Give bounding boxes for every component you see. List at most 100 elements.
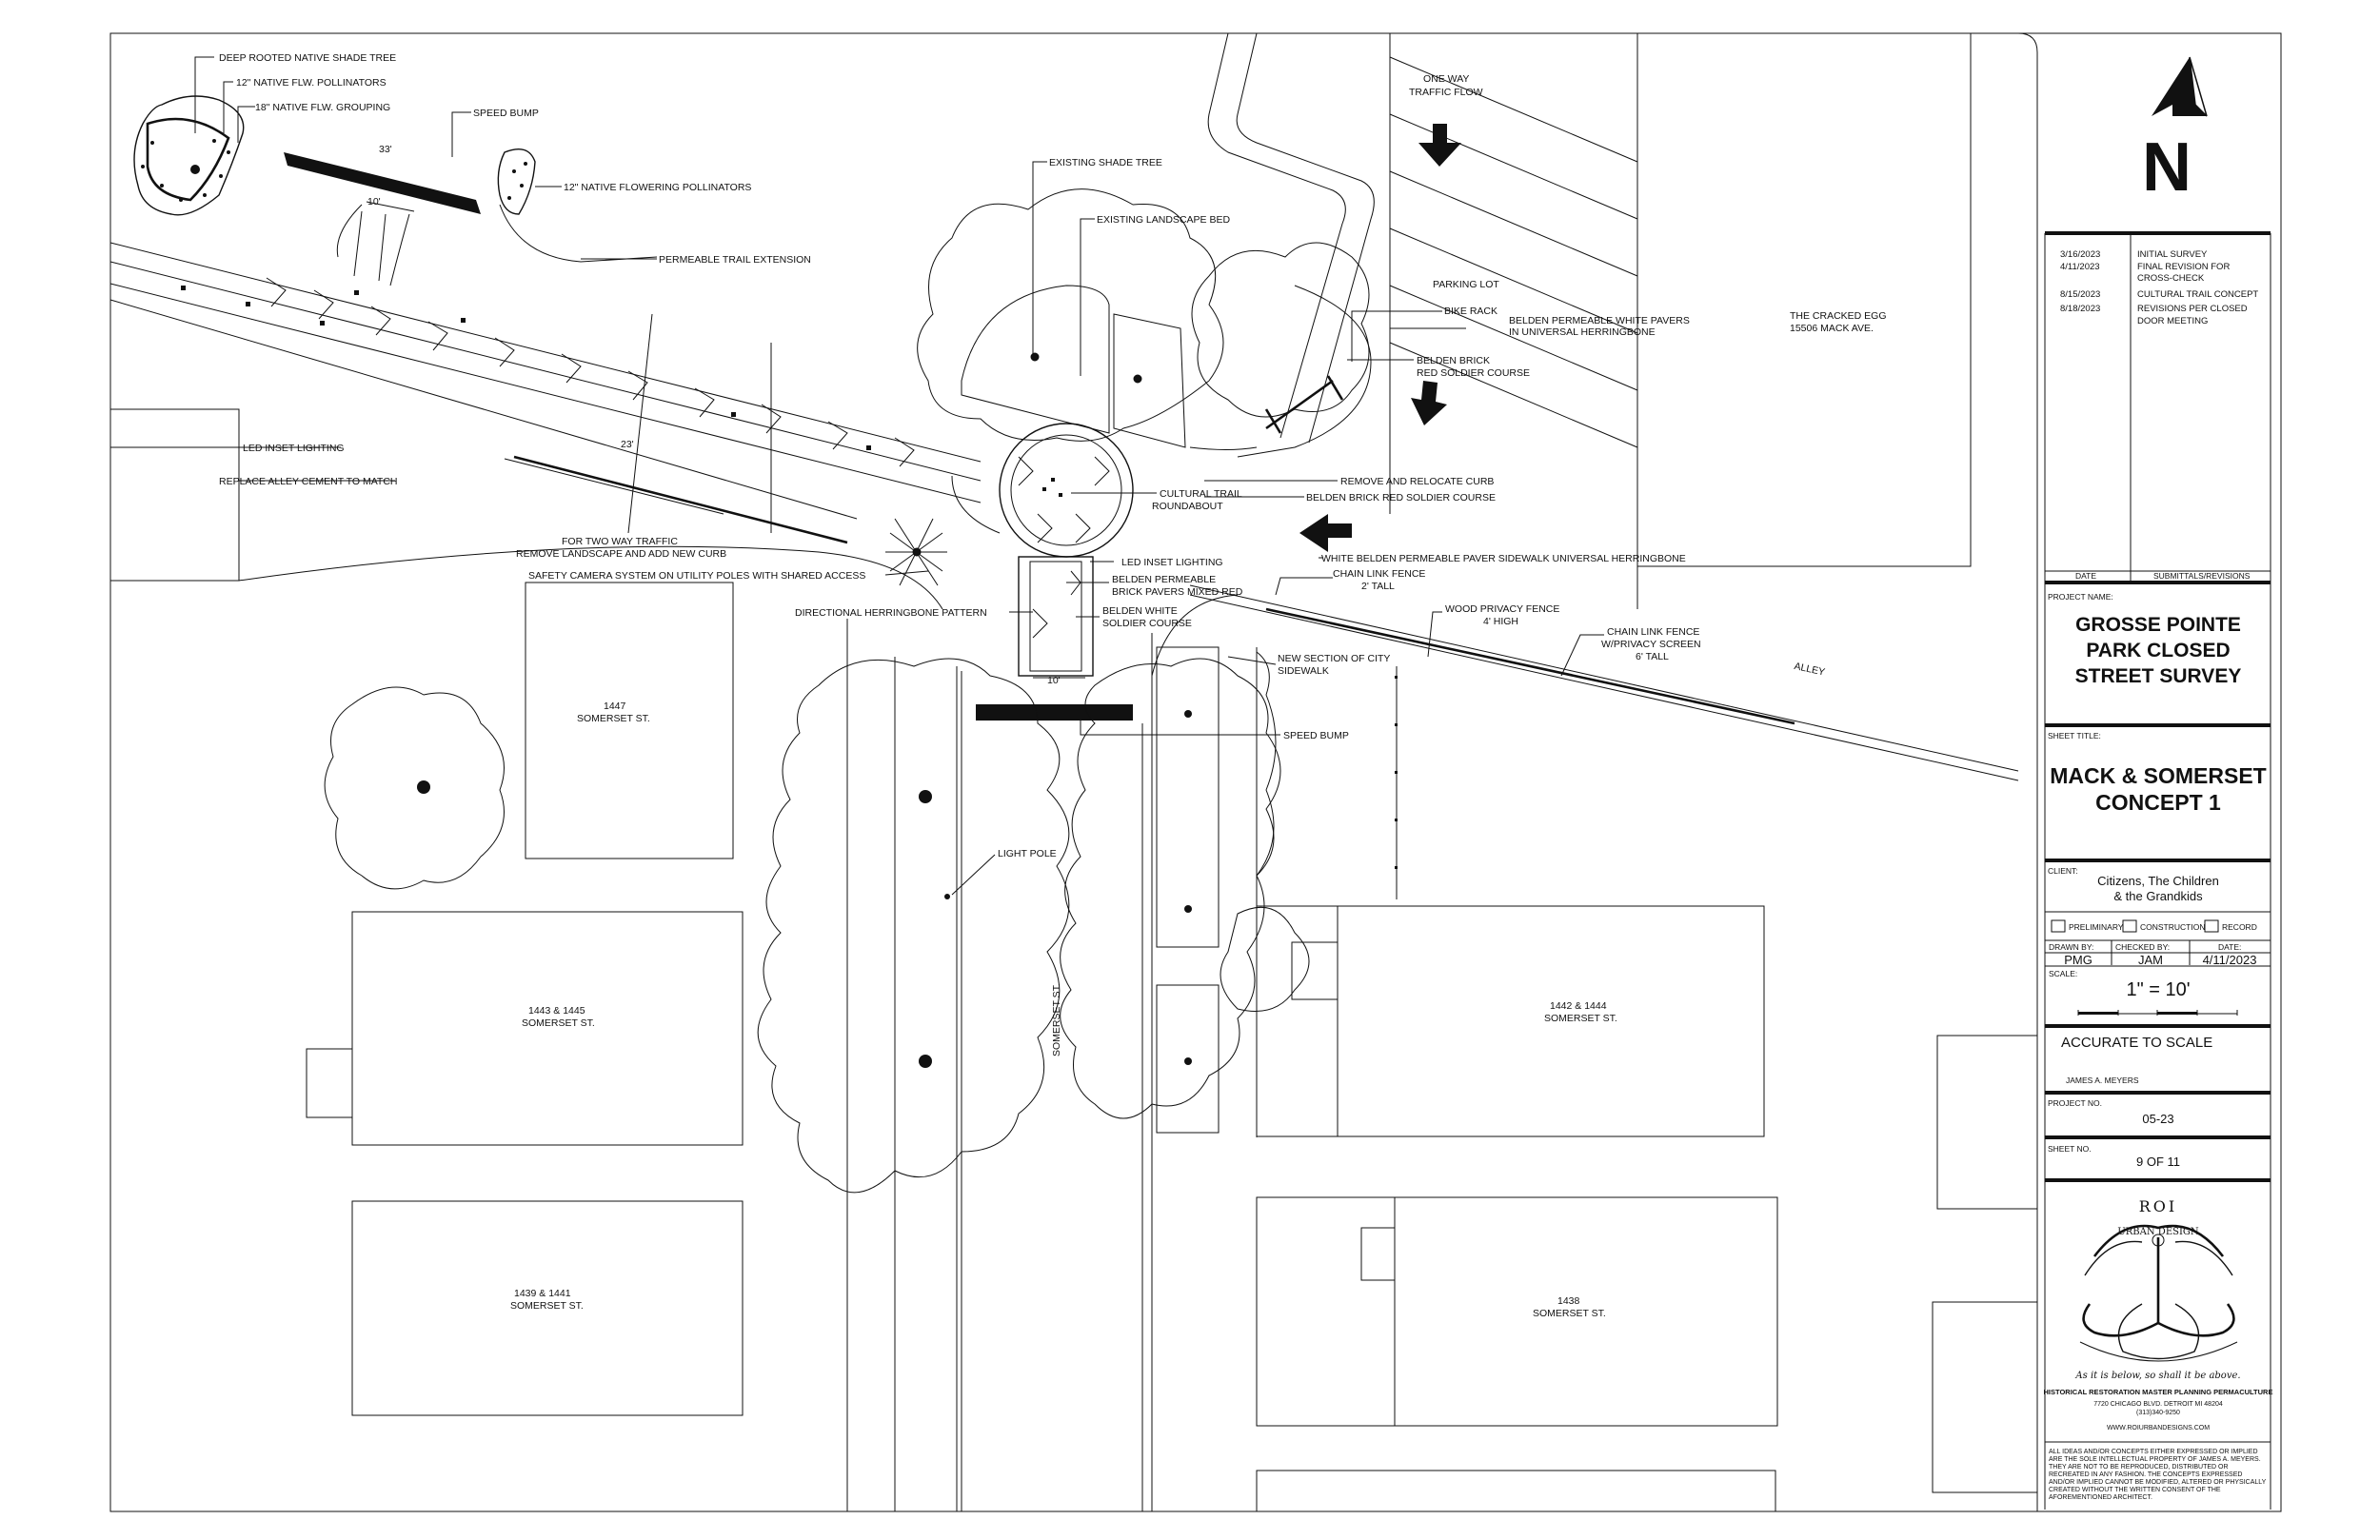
label-safety-camera: SAFETY CAMERA SYSTEM ON UTILITY POLES WI… — [528, 570, 865, 582]
label-dim-33: 33' — [379, 144, 392, 155]
revision-desc-2b: CROSS-CHECK — [2137, 273, 2205, 284]
alley-block-left — [109, 408, 240, 582]
label-one-way-1: ONE WAY — [1423, 73, 1469, 85]
scale-bar — [2077, 1010, 2238, 1016]
label-parking-lot: PARKING LOT — [1433, 279, 1499, 290]
label-led-inset-lighting-2: LED INSET LIGHTING — [1121, 557, 1223, 568]
label-chain-privacy-2: W/PRIVACY SCREEN — [1601, 639, 1701, 650]
label-lot-1443-b: SOMERSET ST. — [522, 1017, 595, 1029]
label-replace-alley-cement: REPLACE ALLEY CEMENT TO MATCH — [219, 476, 398, 487]
revision-desc-1: INITIAL SURVEY — [2137, 249, 2208, 260]
sheet-title-label: SHEET TITLE: — [2048, 731, 2101, 740]
disclaimer-line-2: ARE THE SOLE INTELLECTUAL PROPERTY OF JA… — [2049, 1456, 2261, 1463]
disclaimer-line-5: AND/OR IMPLIED CANNOT BE MODIFIED, ALTER… — [2049, 1479, 2267, 1486]
plan-area-frame — [110, 32, 2038, 1511]
project-name-label: PROJECT NAME: — [2048, 592, 2113, 602]
existing-landscape-bed — [961, 285, 1186, 448]
firm-address: 7720 CHICAGO BLVD. DETROIT MI 48204 — [2093, 1401, 2223, 1408]
label-light-pole: LIGHT POLE — [998, 848, 1057, 859]
drawing-border — [109, 32, 2282, 1512]
label-remove-relocate-curb: REMOVE AND RELOCATE CURB — [1340, 476, 1494, 487]
sheet-title-line-1: MACK & SOMERSET — [2050, 763, 2266, 788]
revision-date-2: 4/11/2023 — [2060, 262, 2100, 272]
label-cracked-egg-1: THE CRACKED EGG — [1790, 310, 1887, 322]
sheet-no-label: SHEET NO. — [2048, 1144, 2092, 1154]
parking-tree — [1191, 242, 1370, 418]
label-one-way-2: TRAFFIC FLOW — [1409, 87, 1483, 98]
date-value: 4/11/2023 — [2203, 953, 2257, 967]
label-chain-fence-2: 2' TALL — [1361, 581, 1395, 592]
led-inset-lights — [181, 286, 871, 450]
revision-desc-header: SUBMITTALS/REVISIONS — [2153, 571, 2251, 581]
label-white-belden-sidewalk: WHITE BELDEN PERMEABLE PAVER SIDEWALK UN… — [1321, 553, 1686, 564]
label-dim-10-bottom: 10' — [1047, 675, 1061, 686]
tree-1447 — [324, 686, 505, 890]
bike-rack — [1264, 375, 1344, 434]
label-led-inset-lighting-1: LED INSET LIGHTING — [243, 443, 345, 454]
label-native-flw-pollinators: 12" NATIVE FLW. POLLINATORS — [236, 77, 387, 89]
scale-value: 1" = 10' — [2126, 979, 2190, 1000]
revision-list: 3/16/2023 INITIAL SURVEY 4/11/2023 FINAL… — [2060, 249, 2258, 581]
client-label: CLIENT: — [2048, 866, 2078, 876]
trail-chevrons — [266, 277, 915, 467]
label-permeable-trail-extension: PERMEABLE TRAIL EXTENSION — [659, 254, 811, 266]
label-belden-pavers-1: BELDEN PERMEABLE WHITE PAVERS — [1509, 315, 1690, 326]
label-alley: ALLEY — [1794, 661, 1826, 679]
checked-by-value: JAM — [2138, 953, 2163, 967]
label-cultural-trail-2: ROUNDABOUT — [1152, 501, 1223, 512]
project-no-value: 05-23 — [2142, 1112, 2173, 1126]
project-name-line-1: GROSSE POINTE — [2075, 614, 2241, 636]
construction-label: CONSTRUCTION — [2140, 922, 2205, 932]
client-line-1: Citizens, The Children — [2097, 874, 2219, 888]
safety-camera-icon — [885, 518, 947, 586]
firm-website: WWW.ROIURBANDESIGNS.COM — [2107, 1425, 2210, 1431]
label-new-sidewalk-2: SIDEWALK — [1278, 665, 1329, 677]
leader-lines — [110, 56, 1604, 896]
disclaimer-line-6: CREATED WITHOUT THE WRITTEN CONSENT OF T… — [2049, 1487, 2221, 1493]
label-somerset-st: SOMERSET ST. — [1051, 983, 1062, 1056]
drawn-by-label: DRAWN BY: — [2049, 942, 2093, 952]
roi-urban-design-logo: ROI URBAN DESIGN As it is below, so shal… — [2074, 1197, 2240, 1381]
label-belden-brick-2: RED SOLDIER COURSE — [1417, 367, 1530, 379]
somerset-trees — [757, 646, 1310, 1194]
label-lot-1438-a: 1438 — [1557, 1295, 1580, 1307]
speed-bump-bottom — [976, 704, 1133, 721]
label-brick-mixed-1: BELDEN PERMEABLE — [1112, 574, 1216, 585]
label-lot-1439-a: 1439 & 1441 — [514, 1288, 571, 1299]
pollinator-planter — [497, 148, 536, 215]
label-lot-1438-b: SOMERSET ST. — [1533, 1308, 1606, 1319]
label-lot-1447-a: 1447 — [604, 701, 626, 712]
label-lot-1447-b: SOMERSET ST. — [577, 713, 650, 724]
client-line-2: & the Grandkids — [2113, 889, 2203, 903]
project-no-label: PROJECT NO. — [2048, 1098, 2102, 1108]
sheet-no-value: 9 OF 11 — [2136, 1155, 2180, 1169]
label-directional-herringbone: DIRECTIONAL HERRINGBONE PATTERN — [795, 607, 987, 619]
revision-desc-4b: DOOR MEETING — [2137, 316, 2208, 326]
label-lot-1442-a: 1442 & 1444 — [1550, 1000, 1607, 1012]
parking-lot-stripes — [1389, 32, 1980, 609]
label-dim-10-top: 10' — [367, 196, 381, 207]
project-name-line-3: STREET SURVEY — [2075, 665, 2242, 687]
label-wood-fence-2: 4' HIGH — [1483, 616, 1518, 627]
label-belden-white-2: SOLDIER COURSE — [1102, 618, 1192, 629]
existing-shade-tree — [917, 188, 1224, 442]
alley-fence-lines — [1189, 584, 2019, 781]
label-belden-pavers-2: IN UNIVERSAL HERRINGBONE — [1509, 326, 1656, 338]
firm-services: HISTORICAL RESTORATION MASTER PLANNING P… — [2044, 1388, 2273, 1396]
permeable-trail-extension — [336, 201, 658, 286]
plan-area: DEEP ROOTED NATIVE SHADE TREE 12" NATIVE… — [109, 32, 2038, 1512]
revision-date-3: 8/15/2023 — [2060, 289, 2100, 300]
label-speed-bump-bottom: SPEED BUMP — [1283, 730, 1349, 741]
revision-date-1: 3/16/2023 — [2060, 249, 2100, 260]
privacy-fence-posts — [1395, 676, 1398, 869]
label-wood-fence-1: WOOD PRIVACY FENCE — [1445, 603, 1559, 615]
label-dim-23: 23' — [621, 439, 634, 450]
drawn-by-value: PMG — [2064, 953, 2092, 967]
buildings — [306, 582, 2038, 1512]
checked-by-label: CHECKED BY: — [2115, 942, 2170, 952]
label-belden-red-soldier: BELDEN BRICK RED SOLDIER COURSE — [1306, 492, 1496, 503]
label-two-way-1: FOR TWO WAY TRAFFIC — [562, 536, 678, 547]
label-chain-privacy-1: CHAIN LINK FENCE — [1607, 626, 1699, 638]
disclaimer-line-7: AFOREMENTIONED ARCHITECT. — [2049, 1494, 2152, 1501]
